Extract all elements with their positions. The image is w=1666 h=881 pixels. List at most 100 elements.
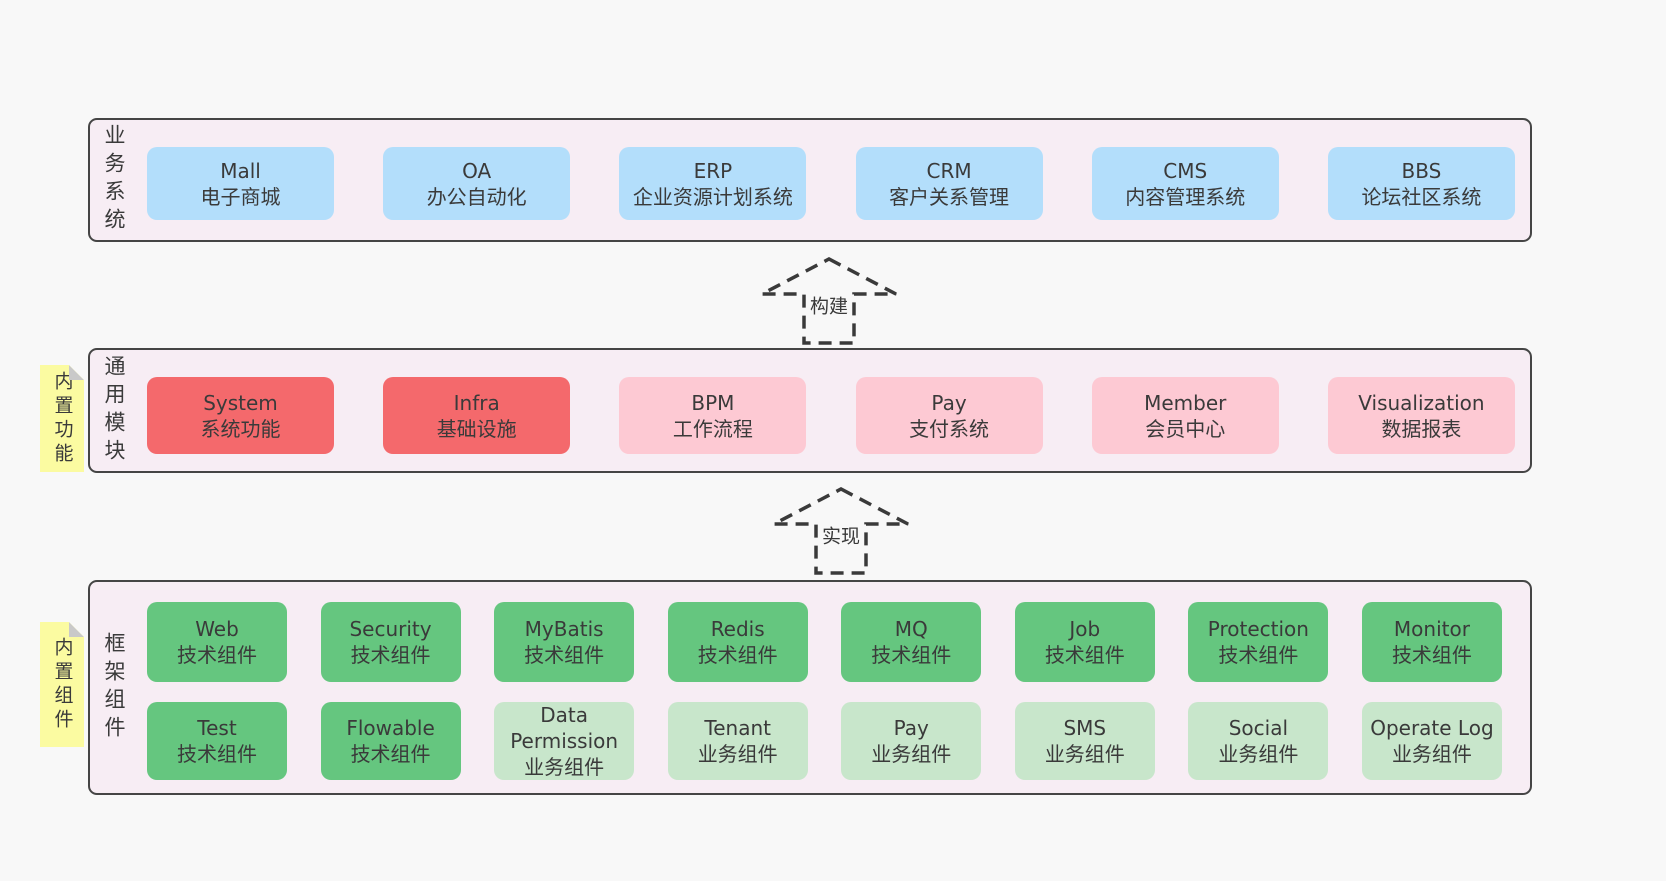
layer-label-common-modules: 通用模块: [102, 354, 126, 467]
module-box: Infra 基础设施: [383, 377, 571, 454]
framework-components-row-2: Test 技术组件 Flowable 技术组件 Data Permission …: [147, 702, 1502, 780]
module-subtitle: 技术组件: [697, 643, 778, 667]
layer-label-business-systems: 业务系统: [102, 124, 126, 236]
builtin-components-tag-label: 内置组件: [51, 636, 74, 733]
module-subtitle: 业务组件: [1218, 742, 1299, 766]
module-title: Security: [349, 617, 432, 641]
module-box: MQ 技术组件: [841, 602, 982, 682]
module-box: Operate Log 业务组件: [1361, 702, 1502, 780]
module-box: Monitor 技术组件: [1361, 602, 1502, 682]
module-box: Flowable 技术组件: [320, 702, 461, 780]
module-subtitle: 技术组件: [871, 643, 952, 667]
module-title: Data Permission: [510, 703, 619, 753]
module-box: Security 技术组件: [320, 602, 461, 682]
layer-framework-components: 内置组件 框架组件 Web 技术组件 Security 技术组件 MyBatis…: [88, 580, 1532, 795]
module-box: Redis 技术组件: [667, 602, 808, 682]
common-modules-row: System 系统功能 Infra 基础设施 BPM 工作流程 Pay 支付系统…: [147, 377, 1515, 454]
module-title: Member: [1144, 390, 1227, 415]
module-subtitle: 业务组件: [1044, 742, 1125, 766]
module-subtitle: 技术组件: [524, 643, 605, 667]
module-subtitle: 企业资源计划系统: [632, 184, 793, 209]
module-box: OA 办公自动化: [383, 147, 571, 220]
module-title: Monitor: [1393, 617, 1470, 641]
business-systems-row: Mall 电子商城 OA 办公自动化 ERP 企业资源计划系统 CRM 客户关系…: [147, 147, 1515, 220]
builtin-components-tag: 内置组件: [40, 622, 84, 747]
module-subtitle: 工作流程: [672, 416, 753, 441]
module-box: Pay 业务组件: [841, 702, 982, 780]
module-box: CRM 客户关系管理: [855, 147, 1043, 220]
module-box: MyBatis 技术组件: [494, 602, 635, 682]
module-subtitle: 技术组件: [1218, 643, 1299, 667]
module-title: Tenant: [704, 716, 771, 740]
module-title: Web: [195, 617, 239, 641]
module-title: Infra: [453, 390, 500, 415]
module-title: Protection: [1207, 617, 1309, 641]
module-subtitle: 数据报表: [1381, 416, 1462, 441]
module-box: Test 技术组件: [147, 702, 287, 780]
implement-arrow: 实现: [770, 486, 912, 576]
module-title: BBS: [1401, 158, 1442, 183]
module-box: ERP 企业资源计划系统: [619, 147, 807, 220]
module-subtitle: 内容管理系统: [1125, 184, 1246, 209]
module-subtitle: 技术组件: [350, 742, 431, 766]
module-title: Flowable: [346, 716, 435, 740]
module-box: Tenant 业务组件: [667, 702, 808, 780]
module-title: Social: [1228, 716, 1289, 740]
module-title: Operate Log: [1370, 716, 1494, 740]
module-subtitle: 技术组件: [1391, 643, 1472, 667]
implement-arrow-label: 实现: [817, 520, 865, 550]
module-box: CMS 内容管理系统: [1091, 147, 1279, 220]
layer-common-modules: 内置功能 通用模块 System 系统功能 Infra 基础设施 BPM 工作流…: [88, 348, 1532, 473]
module-subtitle: 客户关系管理: [889, 184, 1010, 209]
module-title: MyBatis: [524, 617, 604, 641]
module-title: CMS: [1163, 158, 1208, 183]
module-subtitle: 办公自动化: [426, 184, 527, 209]
build-arrow: 构建: [758, 256, 900, 346]
module-box: Visualization 数据报表: [1327, 377, 1515, 454]
module-box: Pay 支付系统: [855, 377, 1043, 454]
module-title: OA: [462, 158, 492, 183]
module-title: MQ: [894, 617, 928, 641]
module-subtitle: 系统功能: [200, 416, 281, 441]
builtin-functions-tag: 内置功能: [40, 365, 84, 472]
layer-business-systems: 业务系统 Mall 电子商城 OA 办公自动化 ERP 企业资源计划系统 CRM…: [88, 118, 1532, 242]
layer-label-framework-components: 框架组件: [102, 631, 126, 744]
module-title: Job: [1069, 617, 1101, 641]
module-title: System: [203, 390, 278, 415]
module-subtitle: 支付系统: [909, 416, 990, 441]
module-box: BBS 论坛社区系统: [1327, 147, 1515, 220]
module-subtitle: 技术组件: [177, 643, 257, 667]
module-box: Protection 技术组件: [1188, 602, 1329, 682]
module-box: Member 会员中心: [1091, 377, 1279, 454]
module-box: Data Permission 业务组件: [494, 702, 635, 780]
module-subtitle: 技术组件: [177, 742, 257, 766]
module-subtitle: 业务组件: [871, 742, 952, 766]
module-title: Pay: [931, 390, 967, 415]
module-subtitle: 技术组件: [350, 643, 431, 667]
dashed-up-arrow-icon: [761, 257, 897, 345]
dashed-up-arrow-icon: [773, 487, 909, 575]
module-title: Pay: [893, 716, 929, 740]
module-title: Visualization: [1358, 390, 1485, 415]
framework-components-row-1: Web 技术组件 Security 技术组件 MyBatis 技术组件 Redi…: [147, 602, 1502, 682]
module-box: Job 技术组件: [1014, 602, 1155, 682]
module-subtitle: 业务组件: [524, 755, 605, 779]
module-subtitle: 业务组件: [1391, 742, 1472, 766]
module-box: Web 技术组件: [147, 602, 287, 682]
module-title: BPM: [691, 390, 735, 415]
module-subtitle: 电子商城: [200, 184, 281, 209]
module-subtitle: 技术组件: [1044, 643, 1125, 667]
module-subtitle: 业务组件: [697, 742, 778, 766]
builtin-functions-tag-label: 内置功能: [51, 370, 74, 467]
module-title: ERP: [693, 158, 733, 183]
module-box: Social 业务组件: [1188, 702, 1329, 780]
module-title: Redis: [710, 617, 765, 641]
module-title: CRM: [926, 158, 972, 183]
build-arrow-label: 构建: [805, 290, 853, 320]
module-title: SMS: [1063, 716, 1107, 740]
module-subtitle: 会员中心: [1145, 416, 1226, 441]
module-subtitle: 论坛社区系统: [1361, 184, 1482, 209]
module-box: BPM 工作流程: [619, 377, 807, 454]
module-box: Mall 电子商城: [147, 147, 334, 220]
